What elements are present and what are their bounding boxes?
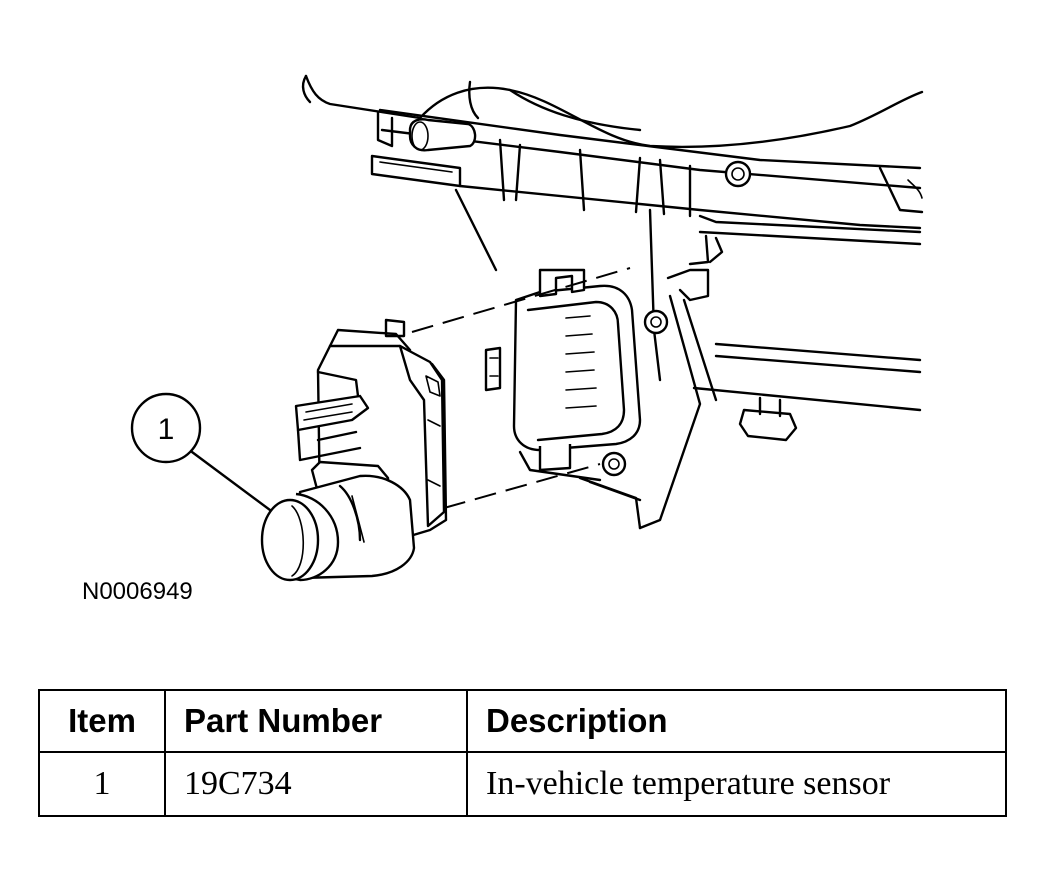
temperature-sensor	[260, 318, 448, 582]
instrument-panel-drawing	[301, 74, 924, 530]
alignment-lines	[411, 267, 631, 509]
callout-number: 1	[158, 413, 175, 446]
table-row: 1 19C734 In-vehicle temperature sensor	[38, 751, 1007, 817]
sensor-illustration: 1	[130, 74, 924, 582]
callout-leader-line	[190, 450, 272, 512]
parts-table: Item Part Number Description 1 19C734 In…	[38, 689, 1007, 817]
callout: 1	[130, 392, 272, 512]
header-description: Description	[466, 689, 1007, 753]
figure-id: N0006949	[82, 578, 193, 605]
table-header-row: Item Part Number Description	[38, 689, 1007, 753]
callout-circle	[130, 392, 202, 464]
cell-item: 1	[38, 751, 166, 817]
header-part-number: Part Number	[164, 689, 468, 753]
header-item: Item	[38, 689, 166, 753]
cell-part-number: 19C734	[164, 751, 468, 817]
cell-description: In-vehicle temperature sensor	[466, 751, 1007, 817]
